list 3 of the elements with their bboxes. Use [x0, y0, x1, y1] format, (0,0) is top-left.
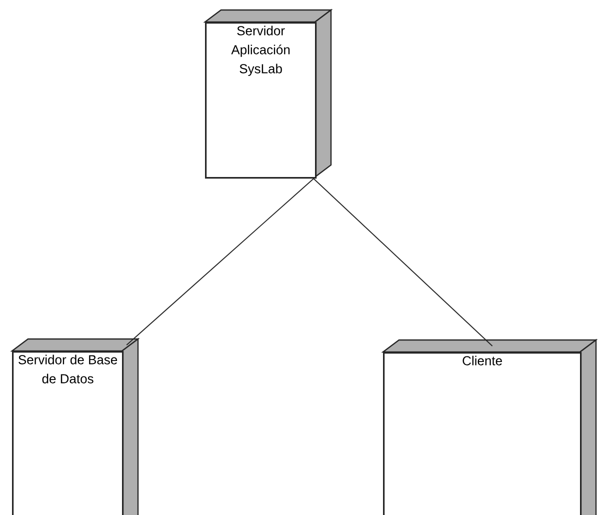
node-label: Cliente [462, 356, 502, 366]
node-label: Servidor de Base de Datos [18, 354, 118, 384]
connector-line [126, 178, 314, 346]
